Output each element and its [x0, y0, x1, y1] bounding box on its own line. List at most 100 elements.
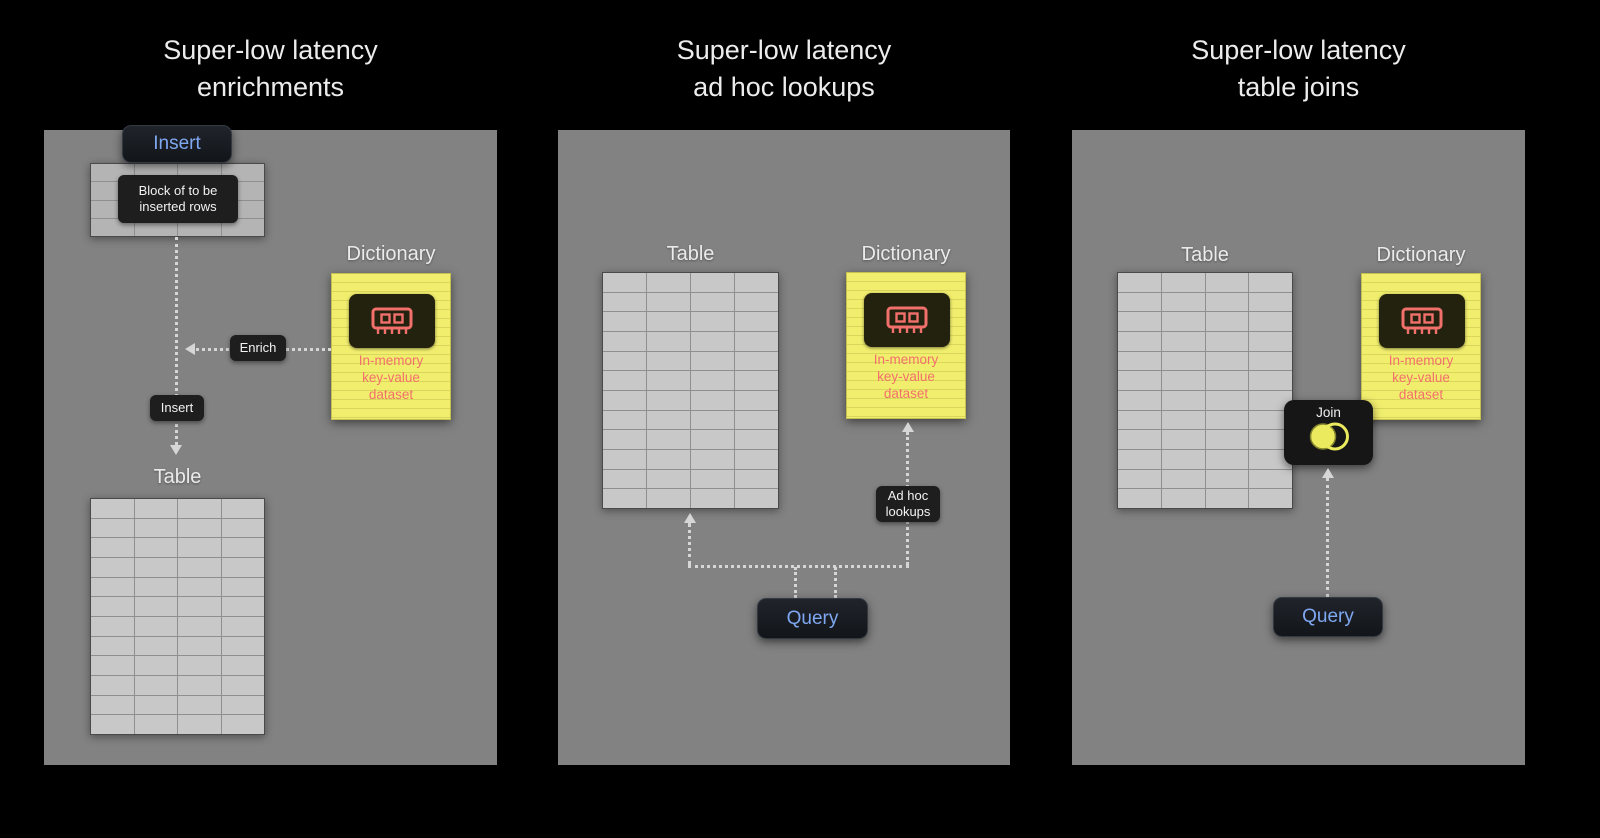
grid-cell	[647, 292, 690, 312]
grid-cell	[221, 636, 264, 656]
grid-cell	[134, 656, 177, 675]
ram-icon	[1401, 307, 1443, 334]
grid-cell	[647, 430, 690, 449]
grid-cell	[1205, 351, 1249, 371]
grid-cell	[91, 695, 134, 715]
grid-cell	[91, 577, 134, 597]
ram-icon	[886, 306, 928, 333]
grid-cell	[1249, 449, 1292, 469]
grid-cell	[134, 675, 177, 695]
table-grid	[1117, 272, 1293, 509]
grid-cell	[1205, 410, 1249, 430]
grid-cell	[221, 577, 264, 597]
arrow-left-icon	[185, 343, 195, 355]
panel-title-adhoc: Super-low latency ad hoc lookups	[676, 35, 892, 102]
grid-cell	[603, 449, 646, 469]
grid-cell	[691, 312, 734, 331]
grid-cell	[178, 597, 221, 616]
join-badge: Join	[1284, 400, 1373, 465]
grid-cell	[178, 538, 221, 557]
grid-cell	[1249, 273, 1292, 292]
grid-cell	[1205, 273, 1249, 292]
grid-cell	[1118, 273, 1161, 292]
grid-cell	[221, 656, 264, 675]
grid-cell	[1249, 390, 1292, 410]
grid-cell	[1205, 331, 1249, 351]
grid-cell	[221, 695, 264, 715]
grid-cell	[1161, 312, 1205, 331]
grid-cell	[1118, 430, 1161, 449]
grid-cell	[221, 597, 264, 616]
arrow-down-icon	[170, 445, 182, 455]
grid-cell	[1249, 430, 1292, 449]
grid-cell	[1161, 390, 1205, 410]
arrow-up-icon	[684, 513, 696, 523]
connector-insert-line	[175, 237, 178, 445]
grid-cell	[1161, 430, 1205, 449]
grid-cell	[1118, 351, 1161, 371]
grid-cell	[1118, 410, 1161, 430]
grid-cell	[91, 656, 134, 675]
grid-cell	[1161, 351, 1205, 371]
grid-cell	[691, 449, 734, 469]
grid-cell	[647, 489, 690, 508]
grid-cell	[221, 538, 264, 557]
grid-cell	[1118, 390, 1161, 410]
grid-cell	[134, 715, 177, 734]
dictionary-title: Dictionary	[861, 243, 951, 265]
panel-enrichments: Insert Block of to be inserted rows Inse…	[44, 125, 497, 765]
grid-cell	[735, 292, 778, 312]
grid-cell	[1161, 331, 1205, 351]
ram-icon	[371, 307, 413, 334]
grid-cell	[91, 557, 134, 577]
grid-cell	[1161, 449, 1205, 469]
grid-cell	[735, 489, 778, 508]
grid-cell	[735, 469, 778, 489]
grid-cell	[1161, 292, 1205, 312]
dictionary-card: In-memory key-value dataset	[1361, 273, 1481, 420]
grid-cell	[91, 518, 134, 538]
grid-cell	[691, 489, 734, 508]
grid-cell	[178, 636, 221, 656]
grid-cell	[178, 715, 221, 734]
arrow-up-icon	[1322, 468, 1334, 478]
grid-cell	[1205, 312, 1249, 331]
grid-cell	[1161, 469, 1205, 489]
grid-cell	[1118, 292, 1161, 312]
grid-cell	[1205, 449, 1249, 469]
grid-cell	[134, 616, 177, 636]
grid-cell	[603, 410, 646, 430]
grid-cell	[1249, 410, 1292, 430]
grid-cell	[735, 351, 778, 371]
grid-cell	[178, 577, 221, 597]
grid-cell	[221, 499, 264, 518]
dictionary-card: In-memory key-value dataset	[846, 272, 966, 419]
adhoc-lookups-label: Ad hoc lookups	[876, 486, 940, 522]
grid-cell	[91, 597, 134, 616]
grid-cell	[1118, 371, 1161, 390]
grid-cell	[134, 577, 177, 597]
grid-cell	[603, 430, 646, 449]
grid-cell	[647, 312, 690, 331]
grid-cell	[178, 695, 221, 715]
grid-cell	[134, 636, 177, 656]
grid-cell	[1161, 489, 1205, 508]
grid-cell	[1118, 312, 1161, 331]
grid-cell	[178, 557, 221, 577]
arrow-up-icon	[902, 422, 914, 432]
grid-cell	[1118, 489, 1161, 508]
grid-cell	[647, 273, 690, 292]
grid-cell	[691, 273, 734, 292]
grid-cell	[603, 273, 646, 292]
grid-cell	[603, 469, 646, 489]
grid-cell	[1118, 331, 1161, 351]
grid-cell	[221, 218, 264, 236]
grid-cell	[647, 371, 690, 390]
grid-cell	[178, 518, 221, 538]
grid-cell	[735, 449, 778, 469]
grid-cell	[1249, 331, 1292, 351]
ram-chip	[349, 294, 435, 348]
grid-cell	[1161, 371, 1205, 390]
connector-horizontal-line	[688, 565, 909, 568]
grid-cell	[1205, 292, 1249, 312]
